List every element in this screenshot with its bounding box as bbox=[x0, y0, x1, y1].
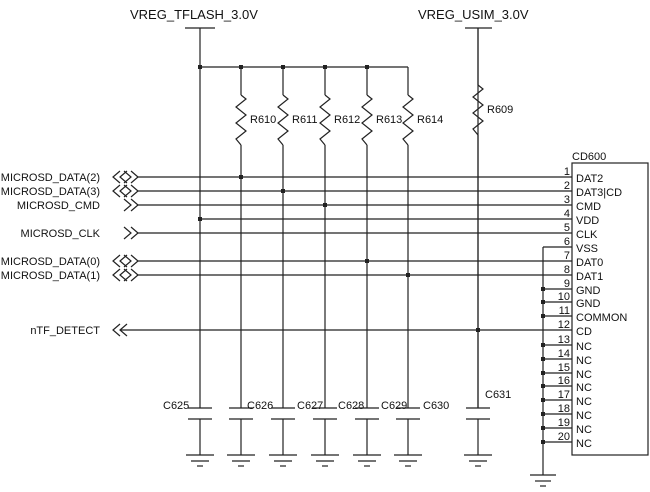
pin-name: NC bbox=[576, 424, 592, 436]
capacitor-label: C625 bbox=[163, 400, 189, 412]
pin-number: 3 bbox=[564, 194, 570, 206]
pin-name: DAT0 bbox=[576, 257, 603, 269]
pin-name: GND bbox=[576, 285, 601, 297]
pin-name: NC bbox=[576, 355, 592, 367]
pin-number: 14 bbox=[558, 348, 570, 360]
junction-dot bbox=[476, 328, 480, 332]
arrow-left-icon bbox=[112, 184, 128, 198]
junction-dot bbox=[323, 203, 327, 207]
net-label: MICROSD_DATA(0) bbox=[1, 256, 100, 268]
pin-number: 20 bbox=[558, 431, 570, 443]
resistor-R609 bbox=[472, 84, 484, 136]
junction-dot bbox=[365, 259, 369, 263]
resistor-R610 bbox=[235, 94, 247, 146]
pin-name: VSS bbox=[576, 243, 598, 255]
pin-number: 2 bbox=[564, 180, 570, 192]
arrow-right-icon bbox=[123, 184, 139, 198]
net-label: nTF_DETECT bbox=[30, 325, 100, 337]
resistor-R613 bbox=[361, 94, 373, 146]
pin-number: 5 bbox=[564, 222, 570, 234]
arrow-left-icon bbox=[112, 170, 128, 184]
pin-number: 10 bbox=[558, 291, 570, 303]
pin-name: NC bbox=[576, 438, 592, 450]
net-label: MICROSD_DATA(1) bbox=[1, 270, 100, 282]
arrow-right-icon bbox=[123, 268, 139, 282]
pin-number: 19 bbox=[558, 417, 570, 429]
capacitor-label: C627 bbox=[297, 400, 323, 412]
pin-name: GND bbox=[576, 298, 601, 310]
pin-name: CMD bbox=[576, 201, 601, 213]
pin-number: 15 bbox=[558, 362, 570, 374]
pin-number: 18 bbox=[558, 403, 570, 415]
junction-dot bbox=[198, 65, 202, 69]
junction-dot bbox=[239, 175, 243, 179]
net-label: MICROSD_CLK bbox=[21, 228, 101, 240]
capacitor-label: C626 bbox=[247, 400, 273, 412]
pin-name: NC bbox=[576, 396, 592, 408]
pin-number: 4 bbox=[564, 208, 570, 220]
pin-name: DAT2 bbox=[576, 173, 603, 185]
pin-name: NC bbox=[576, 382, 592, 394]
capacitor-label: C629 bbox=[381, 400, 407, 412]
resistor-label: R614 bbox=[417, 114, 443, 126]
net-label: MICROSD_DATA(2) bbox=[1, 172, 100, 184]
junction-dot bbox=[281, 189, 285, 193]
pin-number: 11 bbox=[559, 305, 570, 317]
capacitor-label: C631 bbox=[485, 389, 511, 401]
pin-number: 16 bbox=[558, 375, 570, 387]
pin-name: NC bbox=[576, 369, 592, 381]
pin-number: 13 bbox=[558, 334, 570, 346]
pin-name: DAT1 bbox=[576, 271, 603, 283]
resistor-R612 bbox=[319, 94, 331, 146]
pin-number: 1 bbox=[564, 166, 570, 178]
resistor-label: R612 bbox=[334, 114, 360, 126]
rail-label-tflash: VREG_TFLASH_3.0V bbox=[130, 7, 258, 22]
arrow-right-icon bbox=[123, 170, 139, 184]
pin-number: 12 bbox=[558, 319, 570, 331]
capacitor-label: C630 bbox=[423, 400, 449, 412]
resistor-label: R611 bbox=[292, 114, 317, 126]
arrow-right-icon bbox=[123, 226, 139, 240]
resistor-label: R610 bbox=[250, 114, 276, 126]
pin-number: 9 bbox=[564, 278, 570, 290]
junction-dot bbox=[198, 217, 202, 221]
pin-name: NC bbox=[576, 410, 592, 422]
rail-label-usim: VREG_USIM_3.0V bbox=[418, 7, 529, 22]
arrow-right-icon bbox=[123, 254, 139, 268]
connector-cd600 bbox=[571, 162, 649, 456]
pin-number: 17 bbox=[558, 389, 570, 401]
pin-name: CLK bbox=[576, 229, 598, 241]
pin-name: COMMON bbox=[576, 312, 627, 324]
junction-dot bbox=[406, 273, 410, 277]
capacitor-label: C628 bbox=[338, 400, 364, 412]
resistor-label: R609 bbox=[487, 104, 513, 116]
connector-ref: CD600 bbox=[572, 151, 606, 163]
net-label: MICROSD_DATA(3) bbox=[1, 186, 100, 198]
pin-number: 7 bbox=[564, 250, 570, 262]
pin-name: NC bbox=[576, 341, 592, 353]
arrow-right-icon bbox=[123, 198, 139, 212]
resistor-R611 bbox=[277, 94, 289, 146]
net-label: MICROSD_CMD bbox=[17, 200, 100, 212]
pin-name: VDD bbox=[576, 215, 599, 227]
arrow-left-icon bbox=[112, 323, 128, 337]
pin-number: 8 bbox=[564, 264, 570, 276]
arrow-left-icon bbox=[112, 268, 128, 282]
pin-number: 6 bbox=[564, 236, 570, 248]
pin-name: CD bbox=[576, 326, 592, 338]
resistor-label: R613 bbox=[376, 114, 402, 126]
resistor-R614 bbox=[402, 94, 414, 146]
pin-name: DAT3|CD bbox=[576, 187, 622, 199]
arrow-left-icon bbox=[112, 254, 128, 268]
